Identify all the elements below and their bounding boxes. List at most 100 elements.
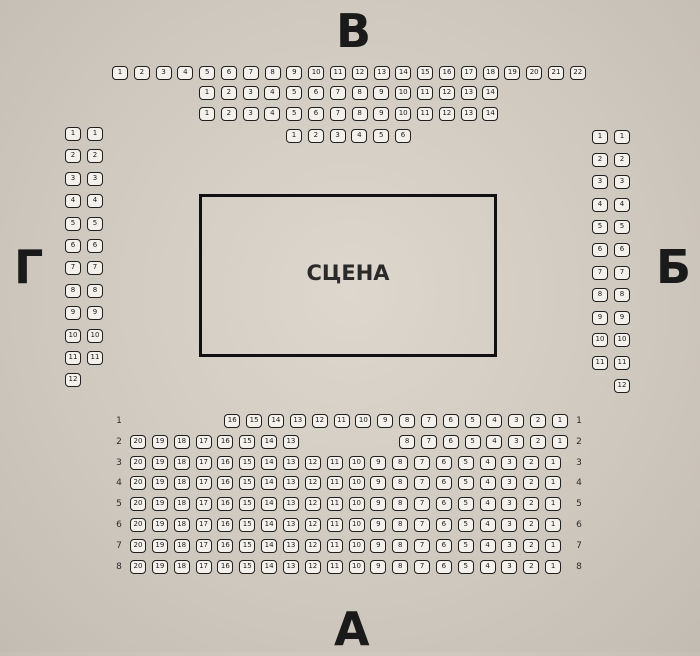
seat-a-r5-10[interactable]: 10 <box>348 497 365 512</box>
seat-v-r1-9[interactable]: 9 <box>286 66 303 80</box>
seat-a-r5-9[interactable]: 9 <box>370 497 387 512</box>
seat-a-r8-17[interactable]: 17 <box>195 559 212 574</box>
seat-a-r6-17[interactable]: 17 <box>195 518 212 532</box>
seat-a-r4-18[interactable]: 18 <box>173 476 190 491</box>
seat-g-c1-11[interactable]: 11 <box>65 351 81 365</box>
seat-a-r6-13[interactable]: 13 <box>282 518 299 532</box>
seat-v-r1-6[interactable]: 6 <box>221 66 237 80</box>
seat-a-r4-9[interactable]: 9 <box>370 476 387 491</box>
seat-a-r2-19[interactable]: 19 <box>151 434 168 449</box>
seat-a-r7-19[interactable]: 19 <box>151 538 168 553</box>
seat-v-r3-4[interactable]: 4 <box>264 107 281 121</box>
seat-v-r1-12[interactable]: 12 <box>351 66 368 80</box>
seat-b-c2-1[interactable]: 1 <box>614 130 630 144</box>
seat-a-r5-1[interactable]: 1 <box>545 497 562 512</box>
seat-a-r5-17[interactable]: 17 <box>195 497 212 512</box>
seat-a-r4-10[interactable]: 10 <box>348 476 365 491</box>
seat-a-r6-20[interactable]: 20 <box>130 518 146 532</box>
seat-g-c2-6[interactable]: 6 <box>87 239 103 253</box>
seat-a-r7-15[interactable]: 15 <box>239 538 256 553</box>
seat-b-c1-5[interactable]: 5 <box>592 220 608 235</box>
seat-a-r4-1[interactable]: 1 <box>545 476 562 491</box>
seat-a-r3-1[interactable]: 1 <box>545 455 562 470</box>
seat-v-r2-3[interactable]: 3 <box>242 86 259 100</box>
seat-b-c2-7[interactable]: 7 <box>614 265 630 280</box>
seat-a-r2-2[interactable]: 2 <box>530 434 547 449</box>
seat-g-c2-9[interactable]: 9 <box>87 306 103 321</box>
seat-a-r7-12[interactable]: 12 <box>304 538 321 553</box>
seat-a-r6-7[interactable]: 7 <box>414 518 431 532</box>
seat-v-r1-11[interactable]: 11 <box>330 66 346 80</box>
seat-g-c2-5[interactable]: 5 <box>87 216 103 231</box>
seat-a-r8-13[interactable]: 13 <box>282 559 299 574</box>
seat-a-r4-12[interactable]: 12 <box>304 476 321 491</box>
seat-g-c1-9[interactable]: 9 <box>65 306 81 321</box>
seat-v-r2-9[interactable]: 9 <box>373 86 390 100</box>
seat-b-c1-7[interactable]: 7 <box>592 265 608 280</box>
seat-a-r4-13[interactable]: 13 <box>282 476 299 491</box>
seat-a-r3-9[interactable]: 9 <box>370 455 387 470</box>
seat-v-r1-20[interactable]: 20 <box>526 66 543 80</box>
seat-v-r1-3[interactable]: 3 <box>155 66 172 80</box>
seat-a-r5-14[interactable]: 14 <box>261 497 278 512</box>
seat-v-r4-3[interactable]: 3 <box>329 129 346 143</box>
seat-b-c1-11[interactable]: 11 <box>592 356 608 370</box>
seat-b-c1-1[interactable]: 1 <box>592 130 608 144</box>
seat-a-r5-11[interactable]: 11 <box>326 497 343 512</box>
seat-a-r6-14[interactable]: 14 <box>261 518 278 532</box>
seat-a-r1-10[interactable]: 10 <box>355 414 372 428</box>
seat-b-c2-6[interactable]: 6 <box>614 243 630 257</box>
seat-a-r2-13[interactable]: 13 <box>282 434 299 449</box>
seat-v-r2-13[interactable]: 13 <box>460 86 477 100</box>
seat-b-c2-3[interactable]: 3 <box>614 175 630 190</box>
seat-a-r2-14[interactable]: 14 <box>261 434 278 449</box>
seat-a-r7-10[interactable]: 10 <box>348 538 365 553</box>
seat-b-c2-4[interactable]: 4 <box>614 197 630 212</box>
seat-v-r2-14[interactable]: 14 <box>482 86 499 100</box>
seat-g-c2-3[interactable]: 3 <box>87 171 103 186</box>
seat-a-r7-17[interactable]: 17 <box>195 538 212 553</box>
seat-v-r2-7[interactable]: 7 <box>329 86 346 100</box>
seat-g-c2-7[interactable]: 7 <box>87 261 103 276</box>
seat-a-r7-7[interactable]: 7 <box>414 538 431 553</box>
seat-a-r7-20[interactable]: 20 <box>130 538 146 553</box>
seat-a-r6-9[interactable]: 9 <box>370 518 387 532</box>
seat-a-r8-6[interactable]: 6 <box>435 559 452 574</box>
seat-v-r3-3[interactable]: 3 <box>242 107 259 121</box>
seat-a-r3-13[interactable]: 13 <box>282 455 299 470</box>
seat-a-r3-7[interactable]: 7 <box>414 455 431 470</box>
seat-a-r8-2[interactable]: 2 <box>523 559 540 574</box>
seat-a-r7-3[interactable]: 3 <box>501 538 518 553</box>
seat-a-r8-1[interactable]: 1 <box>545 559 562 574</box>
seat-a-r1-4[interactable]: 4 <box>486 414 503 428</box>
seat-a-r7-4[interactable]: 4 <box>479 538 496 553</box>
seat-v-r4-5[interactable]: 5 <box>373 129 390 143</box>
seat-a-r3-12[interactable]: 12 <box>304 455 321 470</box>
seat-a-r8-10[interactable]: 10 <box>348 559 365 574</box>
seat-a-r3-20[interactable]: 20 <box>130 455 146 470</box>
seat-a-r6-3[interactable]: 3 <box>501 518 518 532</box>
seat-a-r8-19[interactable]: 19 <box>151 559 168 574</box>
seat-a-r6-2[interactable]: 2 <box>523 518 540 532</box>
seat-a-r6-11[interactable]: 11 <box>326 518 343 532</box>
seat-a-r5-8[interactable]: 8 <box>392 497 409 512</box>
seat-a-r3-2[interactable]: 2 <box>523 455 540 470</box>
seat-a-r6-16[interactable]: 16 <box>217 518 234 532</box>
seat-a-r4-16[interactable]: 16 <box>217 476 234 491</box>
seat-a-r2-17[interactable]: 17 <box>195 434 212 449</box>
seat-v-r3-10[interactable]: 10 <box>395 107 412 121</box>
seat-a-r6-15[interactable]: 15 <box>239 518 256 532</box>
seat-a-r6-8[interactable]: 8 <box>392 518 409 532</box>
seat-b-c1-3[interactable]: 3 <box>592 175 608 190</box>
seat-g-c1-5[interactable]: 5 <box>65 216 81 231</box>
seat-a-r8-9[interactable]: 9 <box>370 559 387 574</box>
seat-v-r1-2[interactable]: 2 <box>133 66 150 80</box>
seat-a-r6-19[interactable]: 19 <box>151 518 168 532</box>
seat-a-r5-18[interactable]: 18 <box>173 497 190 512</box>
seat-a-r7-2[interactable]: 2 <box>523 538 540 553</box>
seat-v-r1-4[interactable]: 4 <box>177 66 194 80</box>
seat-v-r1-21[interactable]: 21 <box>548 66 564 80</box>
seat-a-r5-4[interactable]: 4 <box>479 497 496 512</box>
seat-a-r7-1[interactable]: 1 <box>545 538 562 553</box>
seat-a-r3-10[interactable]: 10 <box>348 455 365 470</box>
